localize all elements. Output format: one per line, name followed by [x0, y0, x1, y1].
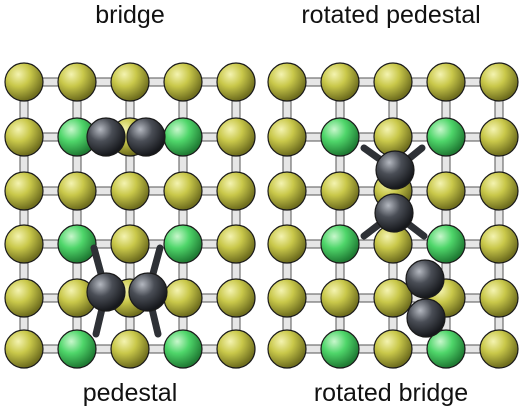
substrate-atom: [216, 224, 256, 264]
highlighted-substrate-atom: [163, 117, 203, 157]
substrate-atom: [216, 117, 256, 157]
substrate-atom: [57, 62, 97, 102]
substrate-atom: [110, 329, 150, 369]
substrate-atom: [216, 171, 256, 211]
highlighted-substrate-atom: [57, 224, 97, 264]
substrate-atom: [216, 329, 256, 369]
highlighted-substrate-atom: [320, 329, 360, 369]
substrate-atom: [4, 117, 44, 157]
substrate-atom: [4, 224, 44, 264]
adsorbate-atoms-layer: [86, 117, 446, 338]
substrate-atom: [320, 171, 360, 211]
label-bridge: bridge: [95, 1, 165, 29]
substrate-atom: [373, 62, 413, 102]
substrate-atom: [267, 224, 307, 264]
substrate-atom: [320, 62, 360, 102]
highlighted-substrate-atom: [163, 329, 203, 369]
substrate-atom: [479, 278, 519, 318]
adsorbate-atom: [86, 272, 126, 312]
label-rotated-bridge: rotated bridge: [313, 379, 469, 407]
substrate-atom: [4, 278, 44, 318]
highlighted-substrate-atom: [320, 224, 360, 264]
label-rotated-pedestal: rotated pedestal: [301, 1, 481, 29]
highlighted-substrate-atom: [57, 329, 97, 369]
lattice-bonds-layer: [19, 77, 504, 354]
substrate-atom: [4, 329, 44, 369]
substrate-atom: [426, 171, 466, 211]
substrate-atom: [479, 117, 519, 157]
label-pedestal: pedestal: [82, 379, 178, 407]
substrate-atom: [163, 278, 203, 318]
substrate-atom: [267, 117, 307, 157]
highlighted-substrate-atom: [426, 329, 466, 369]
substrate-atom: [479, 171, 519, 211]
substrate-atom: [267, 329, 307, 369]
highlighted-substrate-atom: [426, 224, 466, 264]
substrate-atom: [479, 62, 519, 102]
substrate-atom: [110, 171, 150, 211]
substrate-atom: [373, 117, 413, 157]
substrate-atom: [110, 224, 150, 264]
substrate-atom: [320, 278, 360, 318]
highlighted-substrate-atom: [320, 117, 360, 157]
substrate-atom: [163, 171, 203, 211]
substrate-atom: [216, 278, 256, 318]
highlighted-substrate-atom: [426, 117, 466, 157]
substrate-atom: [267, 62, 307, 102]
adsorbate-atom: [126, 117, 166, 157]
adsorbate-atom: [405, 259, 445, 299]
substrate-atom: [373, 278, 413, 318]
substrate-atom: [216, 62, 256, 102]
substrate-atom: [267, 171, 307, 211]
adsorbate-atom: [128, 272, 168, 312]
adsorbate-atom: [374, 193, 414, 233]
adsorbate-atom: [406, 298, 446, 338]
adsorbate-atom: [375, 150, 415, 190]
substrate-atom: [267, 278, 307, 318]
substrate-atom: [57, 171, 97, 211]
substrate-atom: [4, 171, 44, 211]
substrate-atom: [110, 62, 150, 102]
highlighted-substrate-atom: [163, 224, 203, 264]
substrate-atoms-layer: [4, 62, 519, 369]
substrate-atom: [426, 62, 466, 102]
substrate-atom: [373, 329, 413, 369]
substrate-atom: [4, 62, 44, 102]
adsorbate-atom: [86, 117, 126, 157]
substrate-atom: [163, 62, 203, 102]
substrate-atom: [479, 329, 519, 369]
substrate-atom: [479, 224, 519, 264]
